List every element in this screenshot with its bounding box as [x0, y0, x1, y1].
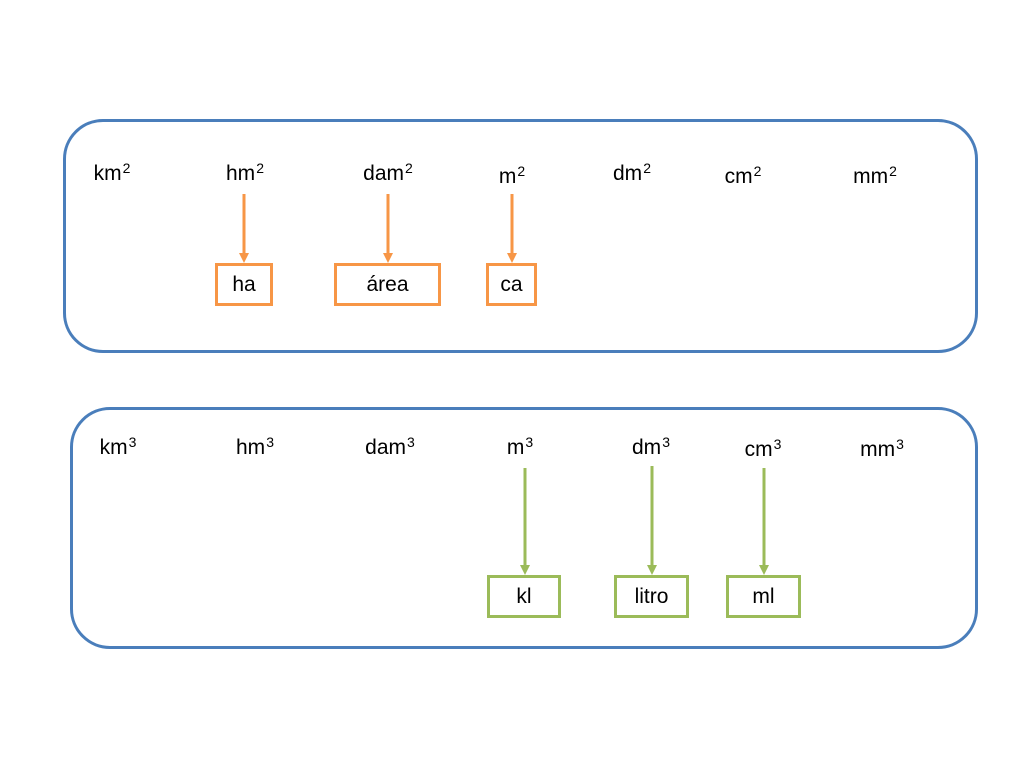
area-units-panel [63, 119, 978, 353]
equivalent-ha-box: ha [215, 263, 273, 306]
unit-mm3: mm3 [860, 436, 904, 461]
unit-km2: km2 [93, 160, 131, 185]
unit-cm3: cm3 [744, 436, 782, 461]
unit-dm3: dm3 [632, 434, 670, 459]
unit-cm2: cm2 [724, 163, 762, 188]
equivalent-litro-box: litro [614, 575, 689, 618]
unit-m3: m3 [506, 434, 534, 459]
equivalent-area-box: área [334, 263, 441, 306]
equivalent-ca-box: ca [486, 263, 537, 306]
unit-dm2: dm2 [613, 160, 651, 185]
equivalent-kl-box: kl [487, 575, 561, 618]
unit-m2: m2 [498, 163, 526, 188]
unit-hm2: hm2 [226, 160, 264, 185]
equivalent-ml-box: ml [726, 575, 801, 618]
unit-dam3: dam3 [365, 434, 415, 459]
unit-hm3: hm3 [236, 434, 274, 459]
unit-km3: km3 [99, 434, 137, 459]
unit-dam2: dam2 [363, 160, 413, 185]
unit-mm2: mm2 [853, 163, 897, 188]
